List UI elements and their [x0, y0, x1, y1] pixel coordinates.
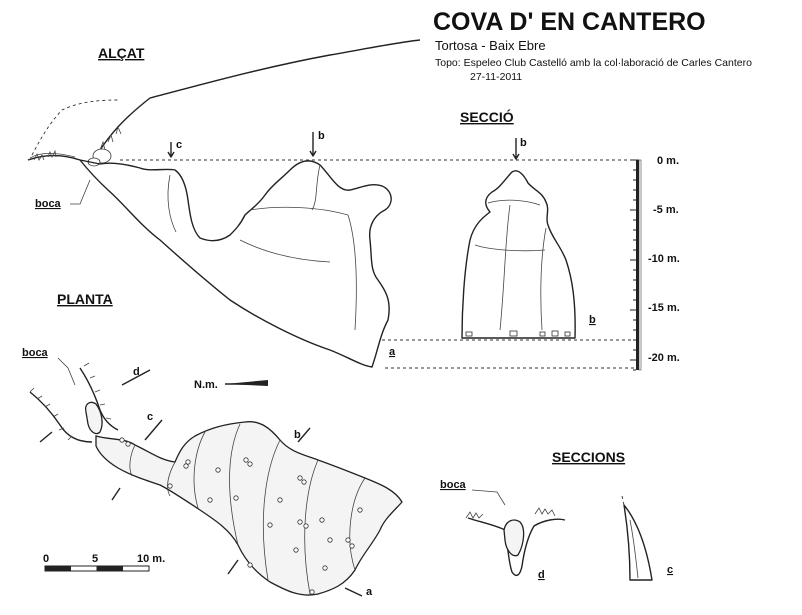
survey-credits: Topo: Espeleo Club Castelló amb la col·l…: [435, 57, 752, 69]
cross-section-outline: [461, 170, 576, 339]
scale-tick-5: 5: [92, 553, 98, 565]
depth-0: 0 m.: [657, 155, 679, 167]
section-cut-b-top: b: [520, 137, 527, 149]
elevation-cut-c: c: [176, 139, 182, 151]
survey-location: Tortosa - Baix Ebre: [435, 38, 546, 53]
elevation-cut-a: a: [389, 346, 396, 358]
plan-entrance-leader: [57, 357, 76, 386]
north-arrow: [225, 380, 268, 386]
alcat-heading: ALÇAT: [98, 45, 145, 61]
elevation-entrance-label: boca: [35, 198, 62, 210]
sections-entrance-label: boca: [440, 479, 467, 491]
plan-outline: [29, 362, 403, 596]
scale-tick-10: 10 m.: [137, 553, 165, 565]
plan-cut-c: c: [147, 411, 153, 423]
depth-scale: [630, 159, 642, 371]
elevation-cut-b: b: [318, 130, 325, 142]
section-d-drawing: [465, 507, 566, 577]
elevation-profile: [27, 39, 640, 369]
planta-heading: PLANTA: [57, 291, 113, 307]
section-cut-b-arrow: [512, 138, 520, 160]
depth-20: -20 m.: [648, 352, 680, 364]
sections-entrance-leader: [471, 489, 506, 506]
depth-5: -5 m.: [653, 204, 679, 216]
plan-entrance-label: boca: [22, 347, 49, 359]
plan-scale-bar: [44, 565, 150, 572]
plan-cut-b: b: [294, 429, 301, 441]
section-c-drawing: [621, 495, 653, 581]
depth-10: -10 m.: [648, 253, 680, 265]
survey-title: COVA D' EN CANTERO: [433, 8, 706, 36]
seccio-heading: SECCIÓ: [460, 108, 514, 125]
plan-cut-d: d: [133, 366, 140, 378]
seccions-heading: SECCIONS: [552, 449, 625, 465]
plan-cut-a: a: [366, 586, 373, 598]
scale-tick-0: 0: [43, 553, 49, 565]
section-d-label: d: [538, 569, 545, 581]
plan-cut-marks: [39, 369, 363, 597]
section-c-label: c: [667, 564, 673, 576]
north-label: N.m.: [194, 379, 218, 391]
depth-15: -15 m.: [648, 302, 680, 314]
section-floor-rocks: [465, 330, 571, 337]
section-cut-b-bottom: b: [589, 314, 596, 326]
survey-date: 27-11-2011: [470, 71, 522, 83]
elevation-entrance-leader: [70, 179, 91, 205]
